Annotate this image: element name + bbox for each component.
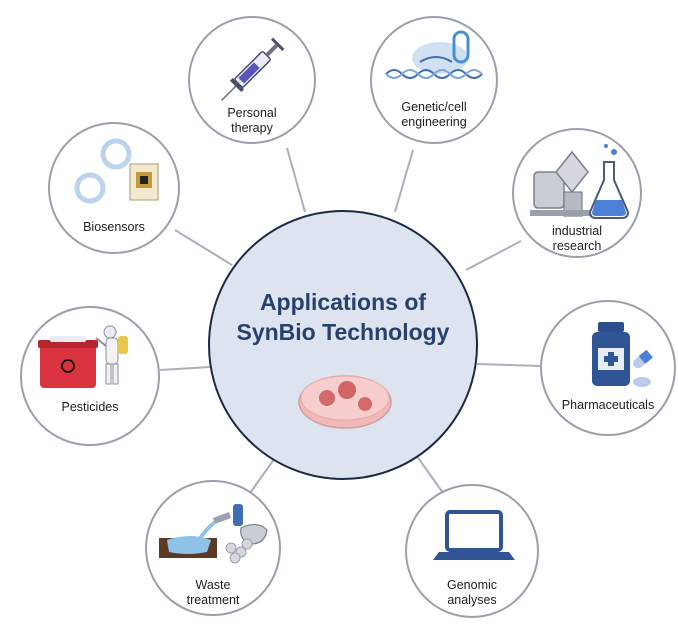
dna-plasmid-icon [385, 30, 483, 79]
petri-dish-icon [298, 375, 392, 429]
center-title: Applications of SynBio Technology [210, 287, 476, 347]
connector-pharma [476, 363, 541, 367]
node-label: Pesticides [61, 400, 119, 414]
node-label: Pharmaceuticals [561, 398, 655, 412]
connector-personal-therapy [286, 147, 306, 213]
biosensor-chip-icon [74, 138, 159, 204]
connector-genetic-cell [394, 149, 414, 213]
node-genomic: Genomic analyses [405, 484, 539, 618]
node-biosensors: Biosensors [48, 122, 180, 254]
node-label: Genomic analyses [446, 578, 498, 607]
node-industrial: industrial research [512, 128, 642, 258]
lab-equipment-icon [530, 144, 630, 219]
waste-water-icon [159, 504, 268, 564]
node-pharma: Pharmaceuticals [540, 300, 676, 436]
connector-biosensors [174, 229, 233, 266]
node-personal-therapy: Personal therapy [188, 16, 316, 144]
syringe-icon [220, 37, 285, 102]
medicine-bottle-icon [592, 322, 653, 387]
center-hub: Applications of SynBio Technology [208, 210, 478, 480]
node-label: Genetic/cell engineering [401, 100, 467, 129]
center-title-line2: SynBio Technology [236, 319, 450, 345]
laptop-icon [433, 510, 515, 560]
node-label: industrial research [551, 224, 603, 253]
node-pesticides: Pesticides [20, 306, 160, 446]
node-label: Biosensors [83, 220, 145, 234]
hazard-sprayer-icon [38, 325, 128, 388]
node-label: Personal therapy [227, 106, 277, 135]
connector-industrial [465, 240, 522, 271]
node-label: Waste treatment [186, 578, 240, 607]
connector-pesticides [159, 366, 211, 371]
node-waste: Waste treatment [145, 480, 281, 616]
center-title-line1: Applications of [259, 289, 427, 315]
node-genetic-cell: Genetic/cell engineering [370, 16, 498, 144]
